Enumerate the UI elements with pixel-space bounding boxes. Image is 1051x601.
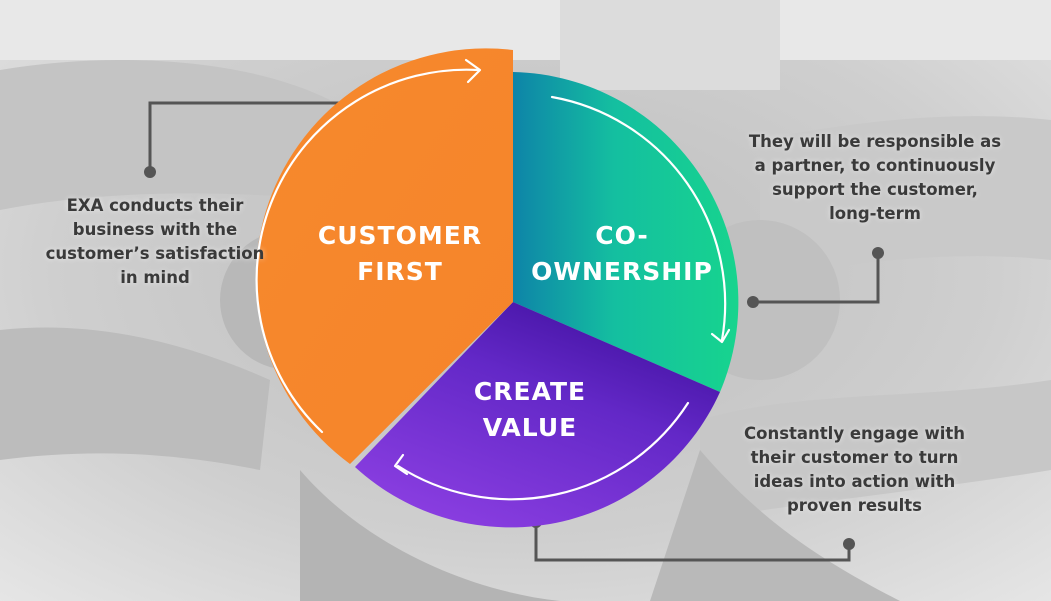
title-line: OWNERSHIP: [531, 257, 713, 286]
description-co-ownership: They will be responsible as a partner, t…: [715, 130, 1035, 226]
connector-dot: [872, 247, 884, 259]
description-line: They will be responsible as: [748, 132, 1002, 151]
connector-dot: [747, 296, 759, 308]
arrow-co-ownership: [550, 95, 727, 342]
connector-dot: [843, 538, 855, 550]
segment-create-value: [355, 302, 720, 528]
description-line: proven results: [787, 496, 922, 515]
description-line: in mind: [120, 268, 190, 287]
description-create-value: Constantly engage with their customer to…: [712, 422, 997, 518]
description-line: ideas into action with: [753, 472, 956, 491]
arrow-customer-first: [255, 68, 480, 434]
connector-dot: [144, 166, 156, 178]
connector-create-value: [534, 522, 851, 562]
title-line: FIRST: [357, 257, 443, 286]
arrowhead-icon: [710, 328, 731, 344]
title-line: CUSTOMER: [317, 221, 483, 250]
description-line: Constantly engage with: [744, 424, 965, 443]
title-create-value: CREATE VALUE: [430, 374, 630, 446]
segment-customer-first: [255, 48, 513, 464]
arrowhead-icon: [464, 58, 482, 84]
description-line: customer’s satisfaction: [45, 244, 265, 263]
title-line: VALUE: [482, 413, 578, 442]
description-line: business with the: [72, 220, 238, 239]
arrow-create-value: [396, 401, 690, 501]
description-line: support the customer,: [772, 180, 978, 199]
title-line: CO-: [595, 221, 649, 250]
description-line: EXA conducts their: [66, 196, 244, 215]
connector-co-ownership: [753, 253, 880, 304]
connector-customer-first: [148, 101, 348, 172]
description-line: a partner, to continuously: [754, 156, 996, 175]
description-line: their customer to turn: [750, 448, 959, 467]
title-customer-first: CUSTOMER FIRST: [305, 218, 495, 290]
arrowhead-icon: [393, 453, 409, 476]
title-co-ownership: CO- OWNERSHIP: [522, 218, 722, 290]
description-line: long-term: [829, 204, 921, 223]
title-line: CREATE: [473, 377, 587, 406]
segment-co-ownership: [513, 72, 739, 392]
description-customer-first: EXA conducts their business with the cus…: [20, 194, 290, 290]
